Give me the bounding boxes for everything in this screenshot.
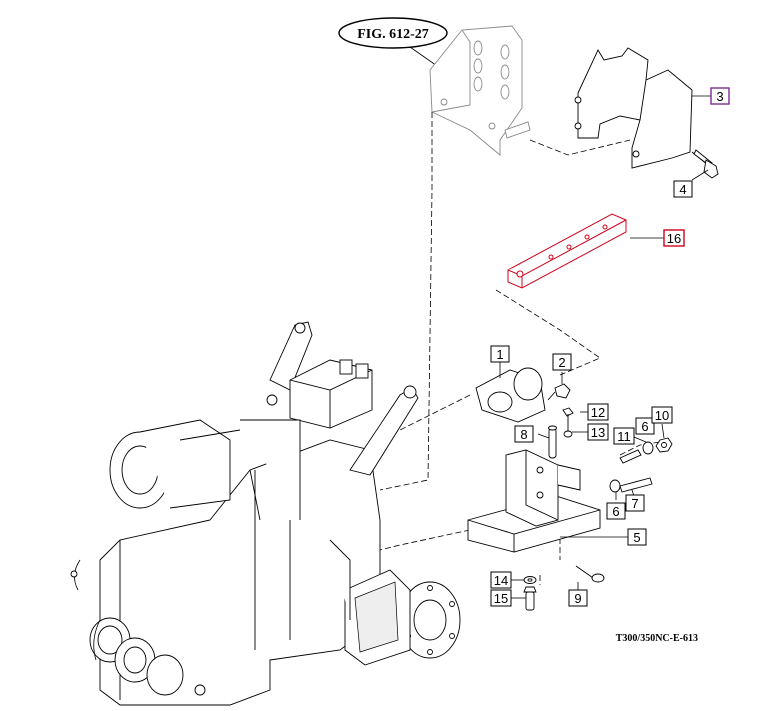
- callout-3[interactable]: 3: [710, 87, 730, 105]
- svg-text:6: 6: [641, 419, 648, 434]
- part-16-drawbar[interactable]: [507, 213, 627, 289]
- part-8-pin[interactable]: [548, 425, 557, 459]
- svg-text:7: 7: [631, 496, 638, 511]
- svg-text:10: 10: [655, 408, 669, 423]
- svg-text:12: 12: [591, 405, 605, 420]
- figure-reference[interactable]: FIG. 612-27: [338, 17, 448, 69]
- part-4-bolt[interactable]: [691, 149, 719, 179]
- svg-text:11: 11: [617, 429, 631, 444]
- callout-2[interactable]: 2: [552, 353, 572, 371]
- part-15-bolt[interactable]: [523, 586, 537, 611]
- callout-4[interactable]: 4: [673, 180, 693, 198]
- callout-16[interactable]: 16: [663, 229, 685, 247]
- part-10-nut[interactable]: [655, 437, 673, 453]
- callout-6-lower[interactable]: 6: [606, 502, 626, 520]
- part-3-cover-plate[interactable]: [574, 47, 693, 169]
- callout-9[interactable]: 9: [568, 589, 588, 607]
- svg-text:14: 14: [494, 573, 508, 588]
- hitch-bracket-reference: [429, 25, 531, 156]
- part-7-bolt[interactable]: [619, 477, 653, 493]
- svg-text:6: 6: [612, 504, 619, 519]
- figure-reference-label: FIG. 612-27: [357, 27, 429, 42]
- svg-text:5: 5: [633, 530, 640, 545]
- drawing-code: T300/350NC-E-613: [616, 633, 698, 644]
- callout-12[interactable]: 12: [587, 403, 609, 421]
- callout-6-upper[interactable]: 6: [635, 417, 655, 435]
- svg-text:2: 2: [558, 355, 565, 370]
- svg-text:16: 16: [667, 231, 681, 246]
- part-6-washer-lower[interactable]: [609, 479, 621, 493]
- callout-10[interactable]: 10: [651, 406, 673, 424]
- svg-text:1: 1: [496, 347, 503, 362]
- callout-15[interactable]: 15: [490, 589, 512, 607]
- callout-14[interactable]: 14: [490, 571, 512, 589]
- callout-1[interactable]: 1: [490, 345, 510, 363]
- part-13-washer[interactable]: [563, 430, 573, 438]
- part-14-washer[interactable]: [523, 576, 537, 584]
- callout-leaders: [499, 95, 711, 599]
- svg-text:13: 13: [591, 425, 605, 440]
- part-12-bolt[interactable]: [562, 407, 574, 432]
- callout-5[interactable]: 5: [627, 528, 647, 546]
- transmission-assembly: [70, 321, 461, 706]
- callout-7[interactable]: 7: [625, 494, 645, 512]
- svg-text:8: 8: [520, 427, 527, 442]
- callout-13[interactable]: 13: [587, 423, 609, 441]
- part-5-bracket[interactable]: [467, 449, 601, 553]
- part-9-eye-bolt[interactable]: [575, 565, 605, 583]
- part-6-washer-upper[interactable]: [642, 441, 654, 455]
- callout-8[interactable]: 8: [514, 425, 534, 443]
- part-11-bolt[interactable]: [619, 449, 642, 464]
- svg-text:4: 4: [679, 182, 686, 197]
- svg-text:9: 9: [574, 591, 581, 606]
- svg-text:15: 15: [494, 591, 508, 606]
- part-2-bolt[interactable]: [547, 383, 571, 401]
- part-1-sleeve[interactable]: [475, 367, 546, 423]
- svg-text:3: 3: [716, 89, 723, 104]
- callout-11[interactable]: 11: [613, 427, 635, 445]
